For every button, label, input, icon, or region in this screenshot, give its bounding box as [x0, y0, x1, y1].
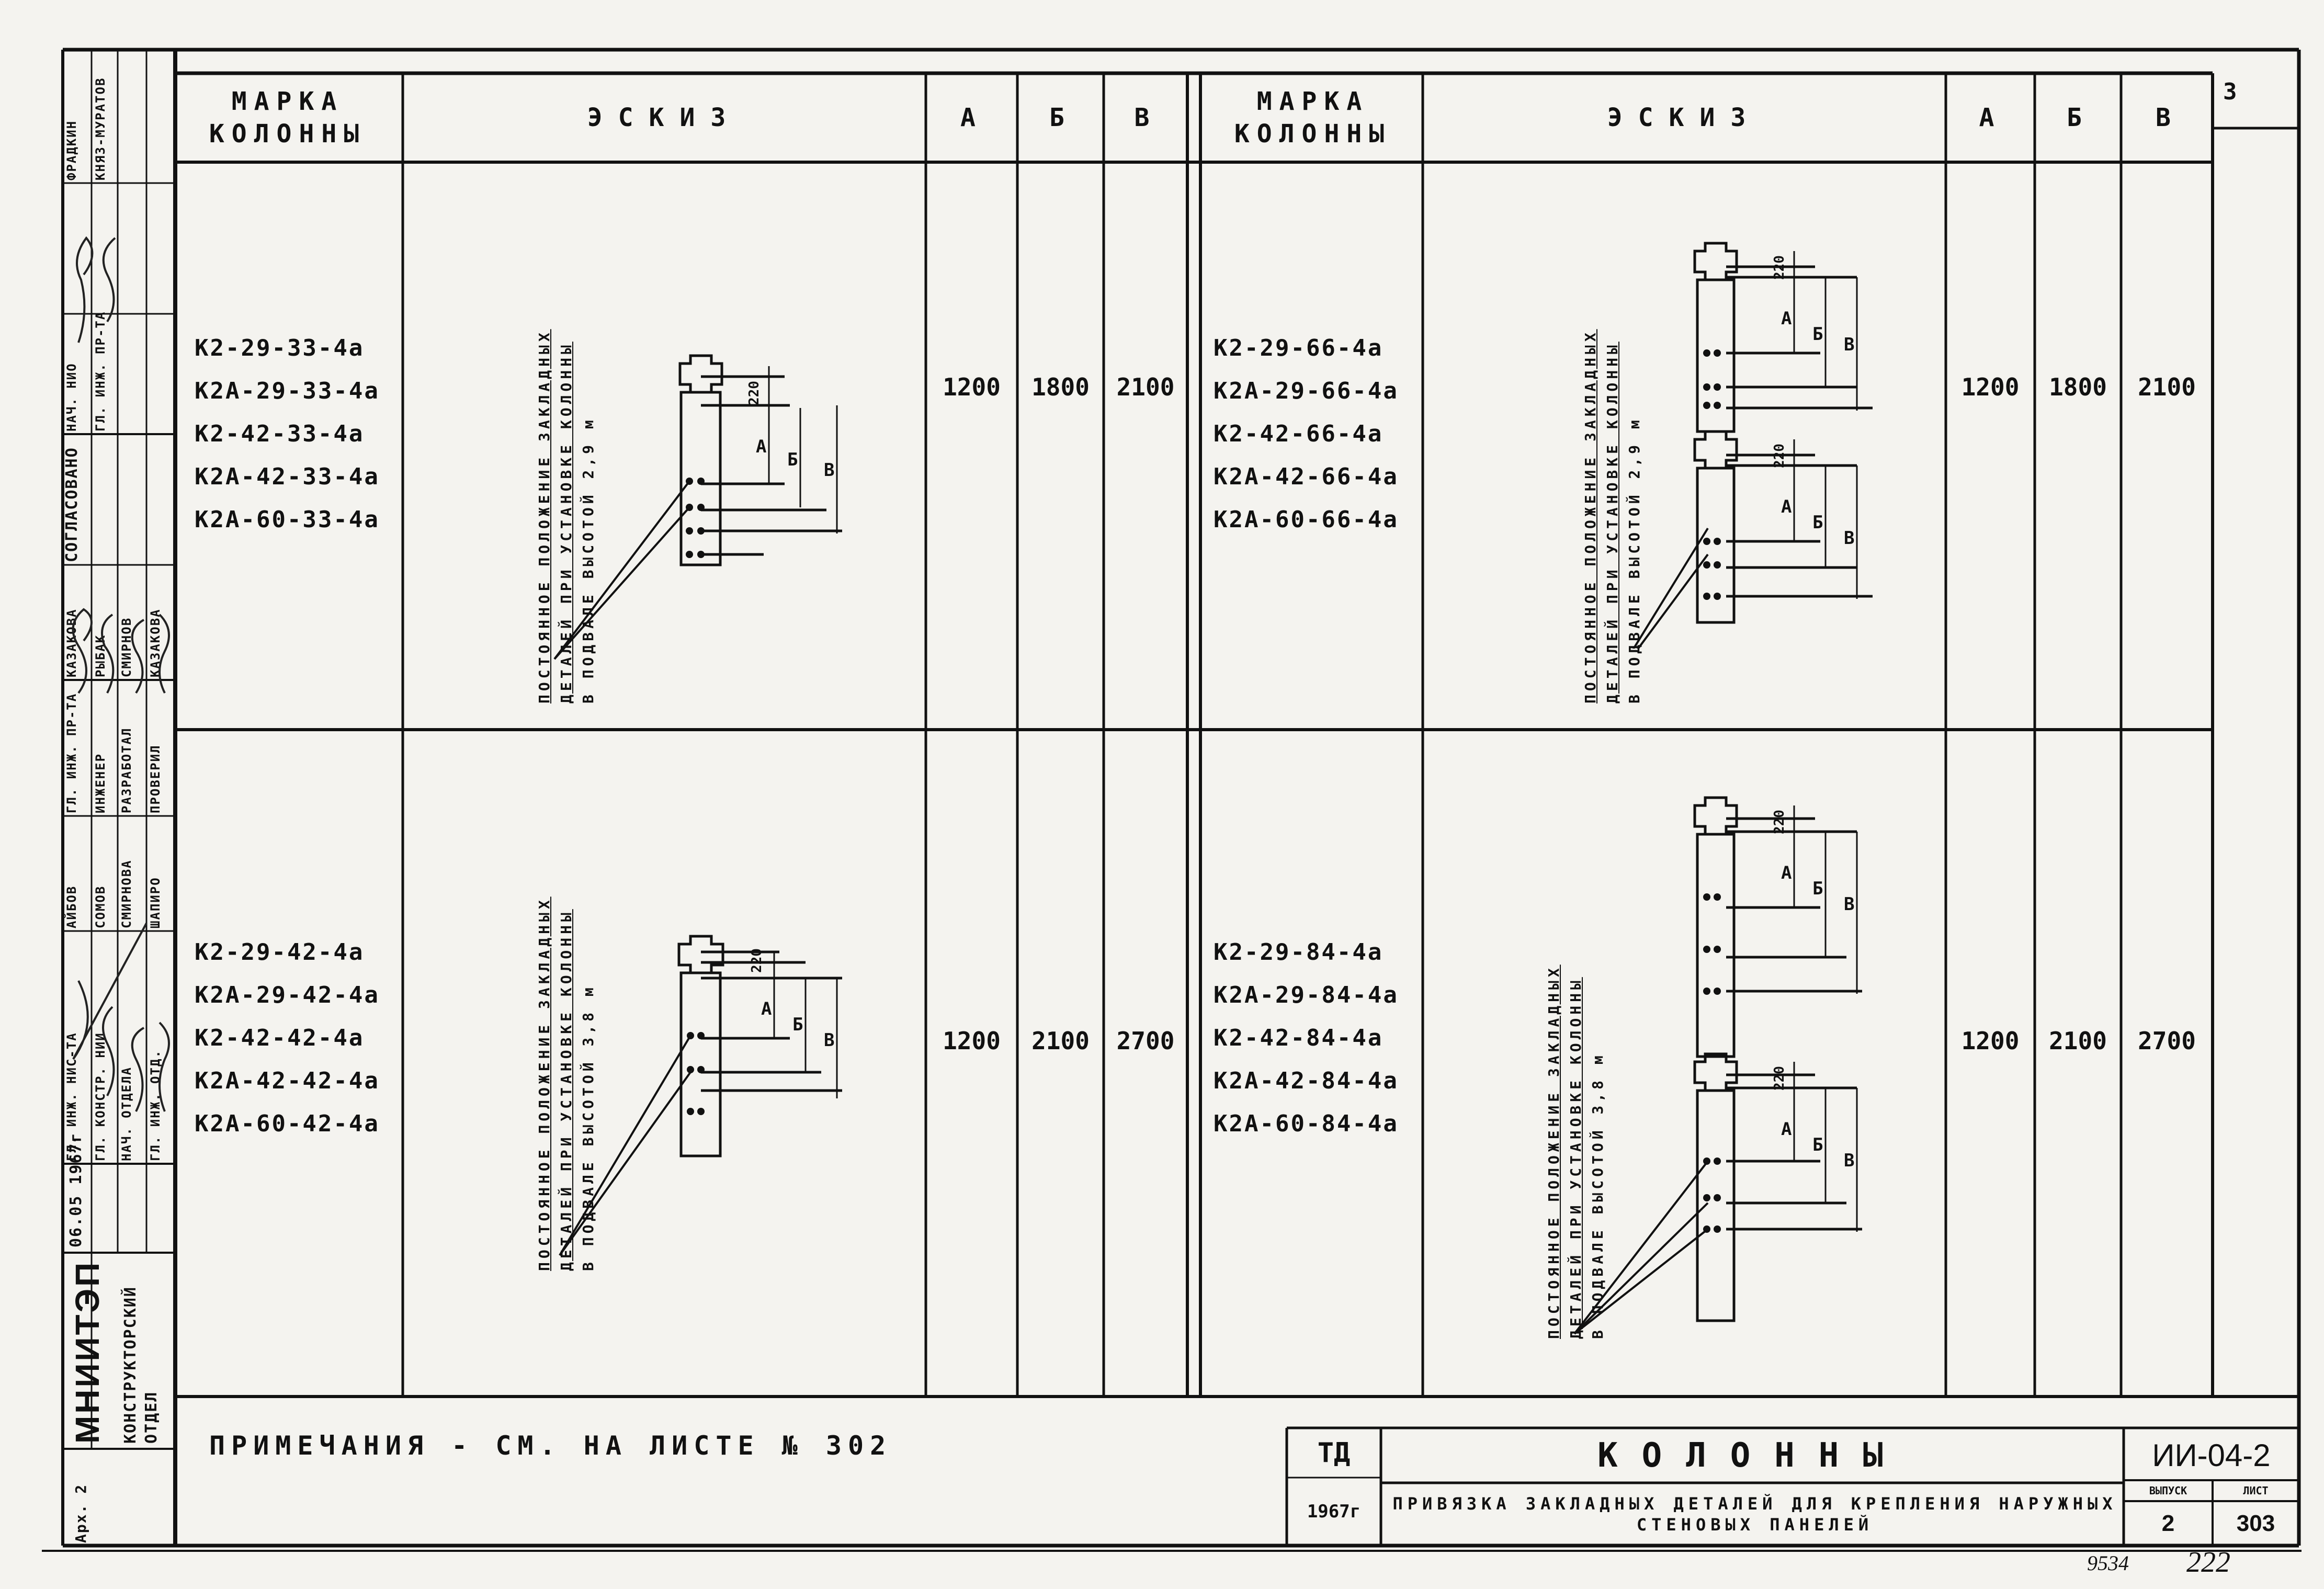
header-v-left: В [1134, 103, 1157, 132]
dim-b-letter: Б [792, 1014, 803, 1035]
header-a-left: А [960, 103, 983, 132]
dim-v-letter: В [1844, 1150, 1854, 1171]
value-b-bottom-left: 2100 [1031, 1027, 1090, 1055]
mark-item: К2А-29-84-4а [1214, 982, 1399, 1008]
dim-220-label: 220 [1772, 255, 1787, 280]
value-v-bottom-right: 2700 [2138, 1027, 2196, 1055]
title-block-issue-label: ВЫПУСК [2149, 1484, 2187, 1497]
mark-item: К2-29-33-4а [195, 335, 365, 361]
title-block-year: 1967г [1307, 1501, 1361, 1522]
mark-item: К2А-29-42-4а [195, 982, 380, 1008]
dim-b-letter: Б [1812, 512, 1823, 533]
signature-scribbles [72, 236, 170, 1112]
dim-220-label: 220 [1772, 1066, 1787, 1091]
header-mark-left: МАРКА КОЛОННЫ [209, 86, 367, 149]
title-block-sheet-label: ЛИСТ [2243, 1484, 2269, 1497]
dim-b-letter: Б [787, 449, 798, 470]
mark-item: К2А-60-84-4а [1214, 1110, 1399, 1137]
title-block-series: ТД [1317, 1437, 1351, 1469]
marks-group-top-left: К2-29-33-4а К2А-29-33-4а К2-42-33-4а К2А… [195, 327, 380, 541]
dim-220-label: 220 [1772, 810, 1787, 834]
dim-a-letter: А [756, 436, 766, 457]
stamp-arch: Арх. 2 [72, 1483, 89, 1543]
dim-b-letter: Б [1812, 878, 1823, 899]
value-a-top-left: 1200 [943, 373, 1001, 401]
title-block-subtitle: ПРИВЯЗКА ЗАКЛАДНЫХ ДЕТАЛЕЙ ДЛЯ КРЕПЛЕНИЯ… [1392, 1494, 2117, 1535]
value-b-top-right: 1800 [2049, 373, 2107, 401]
marks-group-bottom-right: К2-29-84-4а К2А-29-84-4а К2-42-84-4а К2А… [1214, 931, 1399, 1145]
value-v-top-right: 2100 [2138, 373, 2196, 401]
dim-a-letter: А [1781, 496, 1792, 517]
corner-note: 3 [2223, 78, 2237, 105]
mark-item: К2-42-84-4а [1214, 1025, 1384, 1051]
stamp-dept: КОНСТРУКТОРСКИЙ ОТДЕЛ [121, 1286, 161, 1444]
header-mark-right: МАРКА КОЛОННЫ [1234, 86, 1392, 149]
marks-group-top-right: К2-29-66-4а К2А-29-66-4а К2-42-66-4а К2А… [1214, 327, 1399, 541]
value-b-top-left: 1800 [1031, 373, 1090, 401]
mark-item: К2-42-33-4а [195, 421, 365, 447]
mark-item: К2-29-66-4а [1214, 335, 1384, 361]
dim-220-label: 220 [749, 948, 765, 973]
header-sketch-left: ЭСКИЗ [587, 103, 742, 132]
header-v-right: В [2156, 103, 2178, 132]
value-a-bottom-right: 1200 [1961, 1027, 2020, 1055]
mark-item: К2А-60-33-4а [195, 506, 380, 533]
mark-item: К2-42-66-4а [1214, 421, 1384, 447]
value-v-bottom-left: 2700 [1116, 1027, 1175, 1055]
header-sketch-right: ЭСКИЗ [1607, 103, 1762, 132]
dim-a-letter: А [1781, 308, 1792, 329]
dim-v-letter: В [1844, 528, 1854, 549]
mark-item: К2А-29-33-4а [195, 378, 380, 404]
stamp-org: МНИИТЭП [69, 1260, 106, 1444]
column-sketch-bottom-left: 220 А Б В [559, 935, 842, 1256]
mark-item: К2-42-42-4а [195, 1025, 365, 1051]
header-a-right: А [1979, 103, 2002, 132]
mark-item: К2-29-84-4а [1214, 939, 1384, 966]
marks-group-bottom-left: К2-29-42-4а К2А-29-42-4а К2-42-42-4а К2А… [195, 931, 380, 1145]
dim-a-letter: А [1781, 1119, 1792, 1140]
dim-a-letter: А [761, 998, 772, 1019]
dim-220-label: 220 [1772, 444, 1787, 468]
dim-b-letter: Б [1812, 324, 1823, 345]
header-b-left: Б [1049, 103, 1072, 132]
value-v-top-left: 2100 [1116, 373, 1175, 401]
title-block-title: КОЛОННЫ [1597, 1436, 1907, 1475]
value-a-bottom-left: 1200 [943, 1027, 1001, 1055]
mark-item: К2А-42-66-4а [1214, 463, 1399, 490]
page-number: 222 [2186, 1546, 2230, 1579]
dim-v-letter: В [824, 1030, 834, 1051]
title-block-issue: 2 [2161, 1510, 2175, 1536]
mark-item: К2А-42-42-4а [195, 1068, 380, 1094]
value-a-top-right: 1200 [1961, 373, 2020, 401]
column-sketch-bottom-right: 220 220 А Б В А Б В [1573, 796, 1862, 1335]
archive-number: 9534 [2087, 1551, 2129, 1575]
mark-item: К2А-29-66-4а [1214, 378, 1399, 404]
dim-v-letter: В [1844, 894, 1854, 915]
mark-item: К2А-42-33-4а [195, 463, 380, 490]
dim-a-letter: А [1781, 862, 1792, 883]
value-b-bottom-right: 2100 [2049, 1027, 2107, 1055]
header-b-right: Б [2067, 103, 2089, 132]
notes-text: ПРИМЕЧАНИЯ - СМ. НА ЛИСТЕ № 302 [209, 1431, 892, 1461]
mark-item: К2А-60-66-4а [1214, 506, 1399, 533]
column-sketch-top-right: 220 220 А Б В А Б В [1632, 242, 1873, 649]
mark-item: К2А-42-84-4а [1214, 1068, 1399, 1094]
mark-item: К2А-60-42-4а [195, 1110, 380, 1137]
column-sketch-top-left: 220 А Б В [553, 354, 842, 660]
dim-b-letter: Б [1812, 1134, 1823, 1155]
dim-v-letter: В [824, 460, 834, 481]
mark-item: К2-29-42-4а [195, 939, 365, 966]
dim-v-letter: В [1844, 334, 1854, 355]
title-block-sheet: 303 [2236, 1510, 2275, 1536]
dim-220-label: 220 [746, 381, 762, 405]
title-block-code: ИИ-04-2 [2152, 1438, 2271, 1473]
